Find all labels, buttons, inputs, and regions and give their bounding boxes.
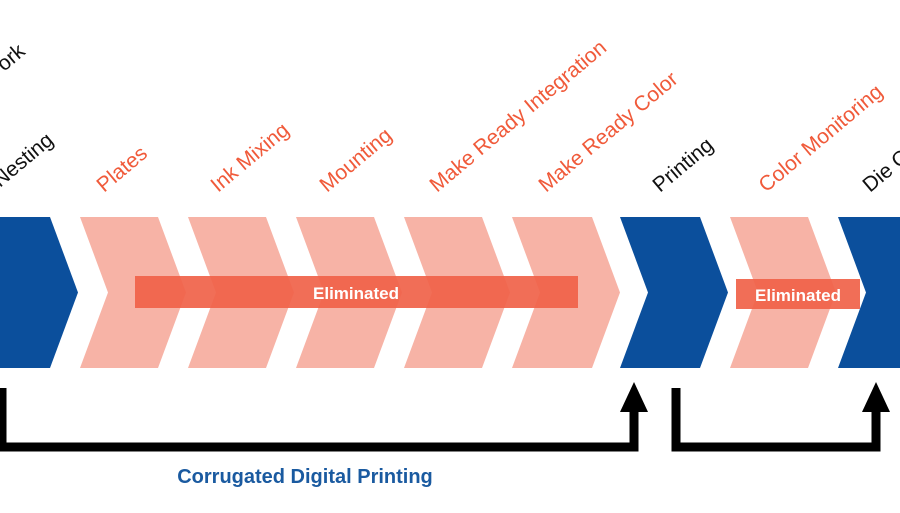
eliminated-banner-printing-label: Eliminated (755, 286, 841, 305)
eliminated-banner-main: Eliminated (135, 276, 578, 308)
flow-arrow-main (0, 382, 648, 452)
eliminated-banner-printing: Eliminated (736, 279, 860, 309)
flow-arrow-short (671, 382, 890, 452)
step-label-ork: ork (0, 39, 30, 76)
eliminated-banner-printing-bar (736, 279, 860, 309)
chevron-die-c (838, 217, 900, 368)
step-label-make-ready-integration: Make Ready Integration (425, 36, 611, 197)
flow-arrow-main-line (0, 388, 639, 452)
flow-arrow-main-head (620, 382, 648, 412)
step-label-mounting: Mounting (315, 124, 396, 197)
step-label-die-cutting: Die C (858, 145, 900, 196)
eliminated-banner-main-bar (135, 276, 578, 308)
step-label-printing: Printing (648, 133, 717, 196)
step-label-ink-mixing: Ink Mixing (206, 118, 293, 196)
eliminated-banner-main-label: Eliminated (313, 284, 399, 303)
flow-arrow-short-line (671, 388, 881, 452)
chevron-printing (620, 217, 728, 368)
flow-arrow-short-head (862, 382, 890, 412)
step-labels: ork Nesting Plates Ink Mixing Mounting M… (0, 36, 900, 197)
step-label-nesting: Nesting (0, 128, 58, 191)
chevron-plates (80, 217, 186, 368)
chevron-nesting (0, 217, 78, 368)
step-label-plates: Plates (92, 142, 152, 197)
caption-corrugated-digital-printing: Corrugated Digital Printing (177, 466, 433, 488)
